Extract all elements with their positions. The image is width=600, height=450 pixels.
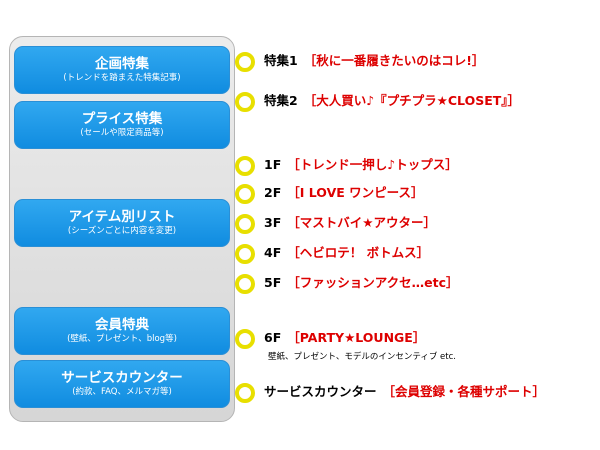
menu-button-subtitle: (シーズンごとに内容を変更) [67, 226, 177, 236]
feature-link-2[interactable]: 特集2 ［大人買い♪『プチプラ★CLOSET』］ [264, 91, 520, 111]
menu-button-item-list[interactable]: アイテム別リスト (シーズンごとに内容を変更) [14, 199, 230, 247]
circle-bullet-icon [235, 329, 255, 349]
menu-button-title: 企画特集 [95, 56, 149, 72]
entry-title: ［ファッションアクセ…etc］ [287, 275, 459, 290]
circle-bullet-icon [235, 244, 255, 264]
entry-title: ［PARTY★LOUNGE］ [287, 330, 426, 345]
entry-title: ［トレンド一押し♪トップス］ [287, 157, 458, 172]
floor-link-2f[interactable]: 2F ［I LOVE ワンピース］ [264, 183, 424, 203]
entry-title: ［大人買い♪『プチプラ★CLOSET』］ [303, 93, 521, 108]
menu-button-kikaku[interactable]: 企画特集 (トレンドを踏まえた特集記事) [14, 46, 230, 94]
entry-label: 特集1 [264, 53, 298, 68]
entry-label: 3F [264, 215, 282, 230]
entry-title: ［会員登録・各種サポート］ [382, 384, 546, 399]
floor-link-6f[interactable]: 6F ［PARTY★LOUNGE］ [264, 328, 425, 348]
circle-bullet-icon [235, 383, 255, 403]
menu-button-subtitle: (壁紙、プレゼント、blog等) [67, 334, 177, 344]
circle-bullet-icon [235, 184, 255, 204]
entry-label: 特集2 [264, 93, 298, 108]
menu-button-subtitle: (約款、FAQ、メルマガ等) [72, 387, 172, 397]
menu-button-title: 会員特典 [95, 317, 149, 333]
menu-button-subtitle: (セールや限定商品等) [80, 128, 164, 138]
circle-bullet-icon [235, 156, 255, 176]
floor-6f-note: 壁紙、プレゼント、モデルのインセンティブ etc. [268, 352, 456, 362]
menu-button-price[interactable]: プライス特集 (セールや限定商品等) [14, 101, 230, 149]
floor-link-3f[interactable]: 3F ［マストバイ★アウター］ [264, 213, 436, 233]
floor-link-5f[interactable]: 5F ［ファッションアクセ…etc］ [264, 273, 459, 293]
circle-bullet-icon [235, 52, 255, 72]
entry-label: 2F [264, 185, 282, 200]
entry-title: ［I LOVE ワンピース］ [287, 185, 424, 200]
menu-button-service[interactable]: サービスカウンター (約款、FAQ、メルマガ等) [14, 360, 230, 408]
floor-link-1f[interactable]: 1F ［トレンド一押し♪トップス］ [264, 155, 458, 175]
entry-label: 4F [264, 245, 282, 260]
entry-title: ［秋に一番履きたいのはコレ!］ [303, 53, 485, 68]
circle-bullet-icon [235, 214, 255, 234]
menu-button-subtitle: (トレンドを踏まえた特集記事) [63, 73, 181, 83]
entry-label: 1F [264, 157, 282, 172]
entry-title: ［マストバイ★アウター］ [287, 215, 436, 230]
entry-label: 5F [264, 275, 282, 290]
menu-button-title: サービスカウンター [61, 370, 183, 386]
menu-button-title: アイテム別リスト [68, 209, 176, 225]
entry-label: 6F [264, 330, 282, 345]
circle-bullet-icon [235, 92, 255, 112]
floor-link-4f[interactable]: 4F ［ヘビロテ！ ボトムス］ [264, 243, 429, 263]
feature-link-1[interactable]: 特集1 ［秋に一番履きたいのはコレ!］ [264, 51, 484, 71]
circle-bullet-icon [235, 274, 255, 294]
entry-title: ［ヘビロテ！ ボトムス］ [287, 245, 430, 260]
entry-label: サービスカウンター [264, 384, 377, 399]
menu-button-member[interactable]: 会員特典 (壁紙、プレゼント、blog等) [14, 307, 230, 355]
menu-button-title: プライス特集 [81, 111, 163, 127]
service-counter-link[interactable]: サービスカウンター ［会員登録・各種サポート］ [264, 382, 545, 402]
